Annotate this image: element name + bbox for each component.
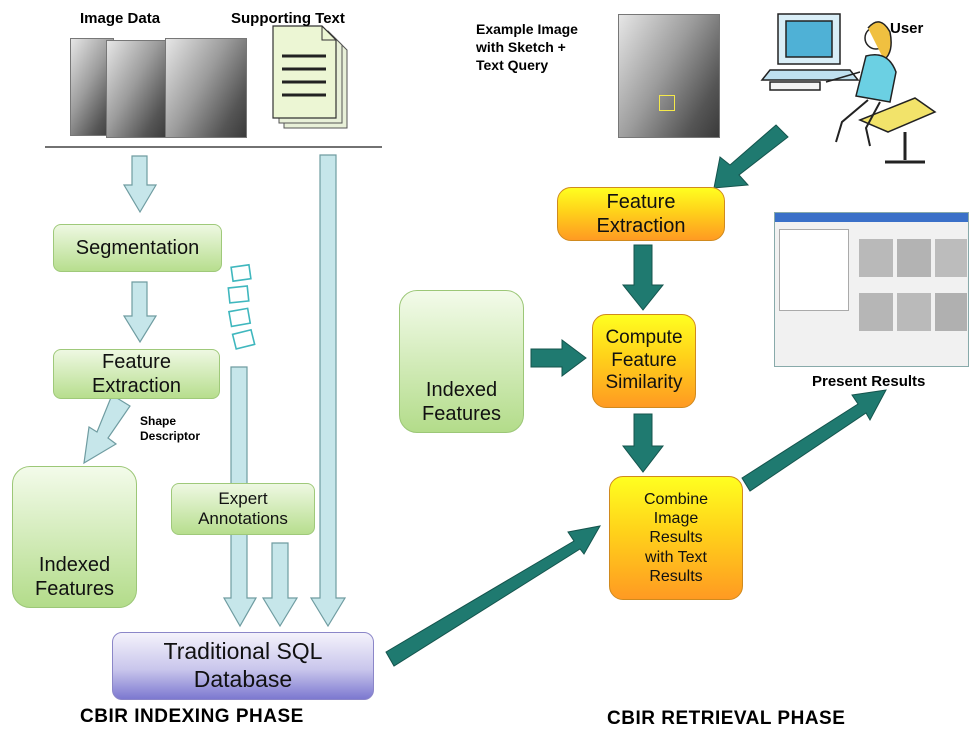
arrow-feature-extraction-to-similarity xyxy=(621,244,665,311)
supporting-text-label: Supporting Text xyxy=(231,10,345,27)
arrow-user-to-feature-extraction xyxy=(713,124,789,189)
text-document-icon xyxy=(272,25,348,129)
retrieval-feature-extraction-line1: Feature xyxy=(606,191,676,213)
retrieval-indexed-features-box: Indexed Features xyxy=(399,290,524,433)
retrieval-feature-extraction-box: Feature Extraction xyxy=(557,187,725,241)
feature-extraction-box: Feature Extraction xyxy=(53,349,220,399)
expert-annotations-box: Expert Annotations xyxy=(171,483,315,535)
retrieval-feature-extraction-line2: Extraction xyxy=(596,215,686,237)
present-results-label: Present Results xyxy=(812,373,926,390)
user-label: User xyxy=(890,20,924,37)
xray-image-icon xyxy=(165,38,247,138)
sql-database-box: Traditional SQL Database xyxy=(112,632,374,700)
shape-descriptor-label: Shape Descriptor xyxy=(140,414,201,443)
expert-annotations-line1: Expert xyxy=(218,488,268,508)
sql-database-line1: Traditional SQL xyxy=(163,638,323,665)
segmentation-box: Segmentation xyxy=(53,224,222,272)
results-screenshot-icon xyxy=(774,212,969,367)
combine-results-line1: Combine xyxy=(643,491,709,509)
arrow-combine-to-results xyxy=(741,389,887,492)
expert-annotations-line2: Annotations xyxy=(198,509,288,528)
arrow-expert-to-db xyxy=(261,542,299,628)
sketch-query-mark xyxy=(659,95,675,111)
xray-image-icon xyxy=(106,40,168,138)
arrow-to-indexed-features xyxy=(83,394,131,465)
arrow-indexed-to-similarity xyxy=(530,339,587,377)
indexing-phase-title: CBIR INDEXING PHASE xyxy=(80,706,304,727)
arrow-down-to-feature-extraction xyxy=(122,281,158,344)
combine-results-line3: Results xyxy=(649,529,703,547)
user-at-computer-icon xyxy=(760,13,937,164)
indexed-features-line1: Indexed xyxy=(38,554,111,576)
arrow-down-to-segmentation xyxy=(122,155,158,214)
compute-similarity-line3: Similarity xyxy=(605,372,683,394)
example-image-label: Example Image with Sketch + Text Query xyxy=(476,21,578,73)
arrow-supporting-text-to-db xyxy=(309,154,347,628)
indexed-features-box: Indexed Features xyxy=(12,466,137,608)
combine-results-line2: Image xyxy=(653,510,699,528)
compute-similarity-box: Compute Feature Similarity xyxy=(592,314,696,408)
feature-extraction-line1: Feature xyxy=(102,351,171,373)
retrieval-phase-title: CBIR RETRIEVAL PHASE xyxy=(607,708,846,729)
example-query-image xyxy=(618,14,720,138)
sketch-squares-icon xyxy=(227,263,256,350)
retrieval-indexed-features-line2: Features xyxy=(422,403,501,425)
image-data-label: Image Data xyxy=(80,10,161,27)
compute-similarity-line2: Feature xyxy=(611,349,677,371)
combine-results-line4: with Text xyxy=(645,548,707,566)
combine-results-box: Combine Image Results with Text Results xyxy=(609,476,743,600)
combine-results-line5: Results xyxy=(649,567,703,585)
segmentation-label: Segmentation xyxy=(75,237,200,259)
indexed-features-line2: Features xyxy=(35,578,114,600)
arrow-db-to-combine xyxy=(385,525,601,667)
retrieval-indexed-features-line1: Indexed xyxy=(425,379,498,401)
feature-extraction-line2: Extraction xyxy=(92,375,181,397)
compute-similarity-line1: Compute xyxy=(605,326,683,348)
arrow-similarity-to-combine xyxy=(621,413,665,473)
sql-database-line2: Database xyxy=(193,666,293,692)
